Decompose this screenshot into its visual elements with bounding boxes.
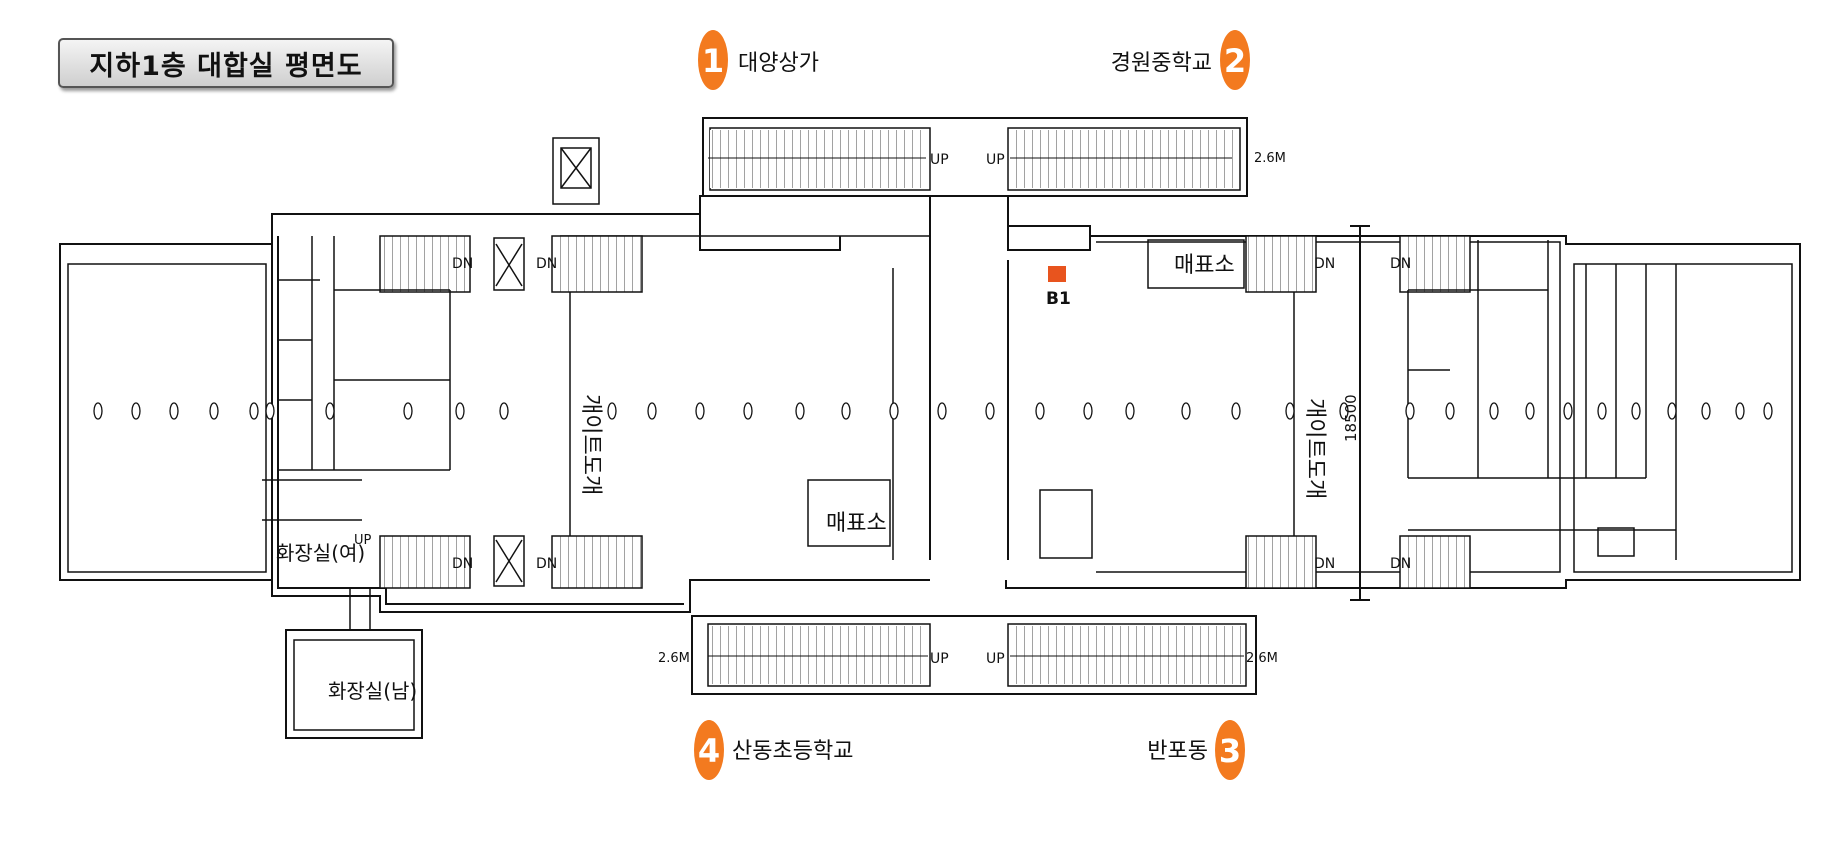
up-label-bottom-right: UP xyxy=(986,651,1005,667)
dn-label-8: DN xyxy=(1390,556,1411,572)
column xyxy=(1083,402,1093,420)
exit-1-badge xyxy=(698,30,728,90)
column xyxy=(209,402,219,420)
escalators-top xyxy=(699,117,1248,251)
exit-3: 3 반포동 xyxy=(1147,720,1245,780)
plan-title-box: 지하1층 대합실 평면도 xyxy=(58,38,394,88)
restroom-female-label: 화장실(여) xyxy=(276,541,365,565)
column xyxy=(1597,402,1607,420)
gate-label-left: 개이트도개 xyxy=(578,394,603,495)
column xyxy=(1181,402,1191,420)
column xyxy=(1405,402,1415,420)
dn-label-7: DN xyxy=(1314,556,1335,572)
column xyxy=(403,402,413,420)
column xyxy=(1035,402,1045,420)
column xyxy=(647,402,657,420)
left-rooms xyxy=(262,236,451,739)
dn-label-4: DN xyxy=(1390,256,1411,272)
exit-3-badge xyxy=(1215,720,1245,780)
column xyxy=(743,402,753,420)
column xyxy=(1735,402,1745,420)
restroom-male-label: 화장실(남) xyxy=(328,679,417,703)
gate-label-right: 개이트도개 xyxy=(1302,398,1327,499)
exit-3-number: 3 xyxy=(1219,732,1241,770)
interior-stairs xyxy=(379,235,1471,589)
b1-label: B1 xyxy=(1046,289,1071,309)
column xyxy=(695,402,705,420)
column xyxy=(795,402,805,420)
column xyxy=(937,402,947,420)
right-rooms xyxy=(1407,240,1677,560)
column xyxy=(325,402,335,420)
exit-1-label: 대양상가 xyxy=(738,51,819,76)
column xyxy=(1445,402,1455,420)
ticket-office-label-left: 매표소 xyxy=(826,511,887,536)
column xyxy=(1339,402,1349,420)
column xyxy=(1489,402,1499,420)
column xyxy=(1525,402,1535,420)
height-label-top: 2.6M xyxy=(1254,151,1286,166)
column xyxy=(1563,402,1573,420)
exit-1-number: 1 xyxy=(702,42,724,80)
column xyxy=(1763,402,1773,420)
columns xyxy=(93,402,1773,420)
column xyxy=(1667,402,1677,420)
text-labels: UP UP UP UP UP 2.6M 2.6M 2.6M DN DN DN D… xyxy=(276,151,1411,703)
dn-label-3: DN xyxy=(1314,256,1335,272)
exit-4: 4 산동초등학교 xyxy=(694,720,853,780)
column xyxy=(169,402,179,420)
exit-4-label: 산동초등학교 xyxy=(732,739,853,764)
up-label-bottom-left: UP xyxy=(930,651,949,667)
height-label-bottom-left: 2.6M xyxy=(658,651,690,666)
column xyxy=(1701,402,1711,420)
exit-2-number: 2 xyxy=(1224,42,1246,80)
b1-marker xyxy=(1048,266,1066,282)
escalators-bottom xyxy=(691,615,1257,695)
dimension-label: 18500 xyxy=(1342,394,1360,442)
up-label-restroom: UP xyxy=(354,533,372,548)
exit-1: 1 대양상가 xyxy=(698,30,819,90)
ticket-office-boxes xyxy=(807,239,1245,559)
dn-label-2: DN xyxy=(536,256,557,272)
dn-label-5: DN xyxy=(452,556,473,572)
exit-3-label: 반포동 xyxy=(1147,739,1208,764)
column xyxy=(841,402,851,420)
dn-label-1: DN xyxy=(452,256,473,272)
exit-4-number: 4 xyxy=(698,732,720,770)
column xyxy=(607,402,617,420)
column xyxy=(889,402,899,420)
dn-label-6: DN xyxy=(536,556,557,572)
up-label-top-left: UP xyxy=(930,152,949,168)
column xyxy=(265,402,275,420)
column xyxy=(499,402,509,420)
dimension-line xyxy=(1350,225,1370,601)
column xyxy=(1285,402,1295,420)
exit-2: 2 경원중학교 xyxy=(1111,30,1250,90)
height-label-bottom-right: 2.6M xyxy=(1246,651,1278,666)
column xyxy=(1125,402,1135,420)
plan-title: 지하1층 대합실 평면도 xyxy=(89,50,363,82)
column xyxy=(1631,402,1641,420)
exit-2-label: 경원중학교 xyxy=(1111,51,1212,76)
exit-4-badge xyxy=(694,720,724,780)
column xyxy=(131,402,141,420)
column xyxy=(1231,402,1241,420)
ticket-office-label-right: 매표소 xyxy=(1174,253,1235,278)
column xyxy=(455,402,465,420)
up-label-top-right: UP xyxy=(986,152,1005,168)
column xyxy=(93,402,103,420)
column xyxy=(985,402,995,420)
elevators xyxy=(493,137,600,587)
column xyxy=(249,402,259,420)
exit-2-badge xyxy=(1220,30,1250,90)
